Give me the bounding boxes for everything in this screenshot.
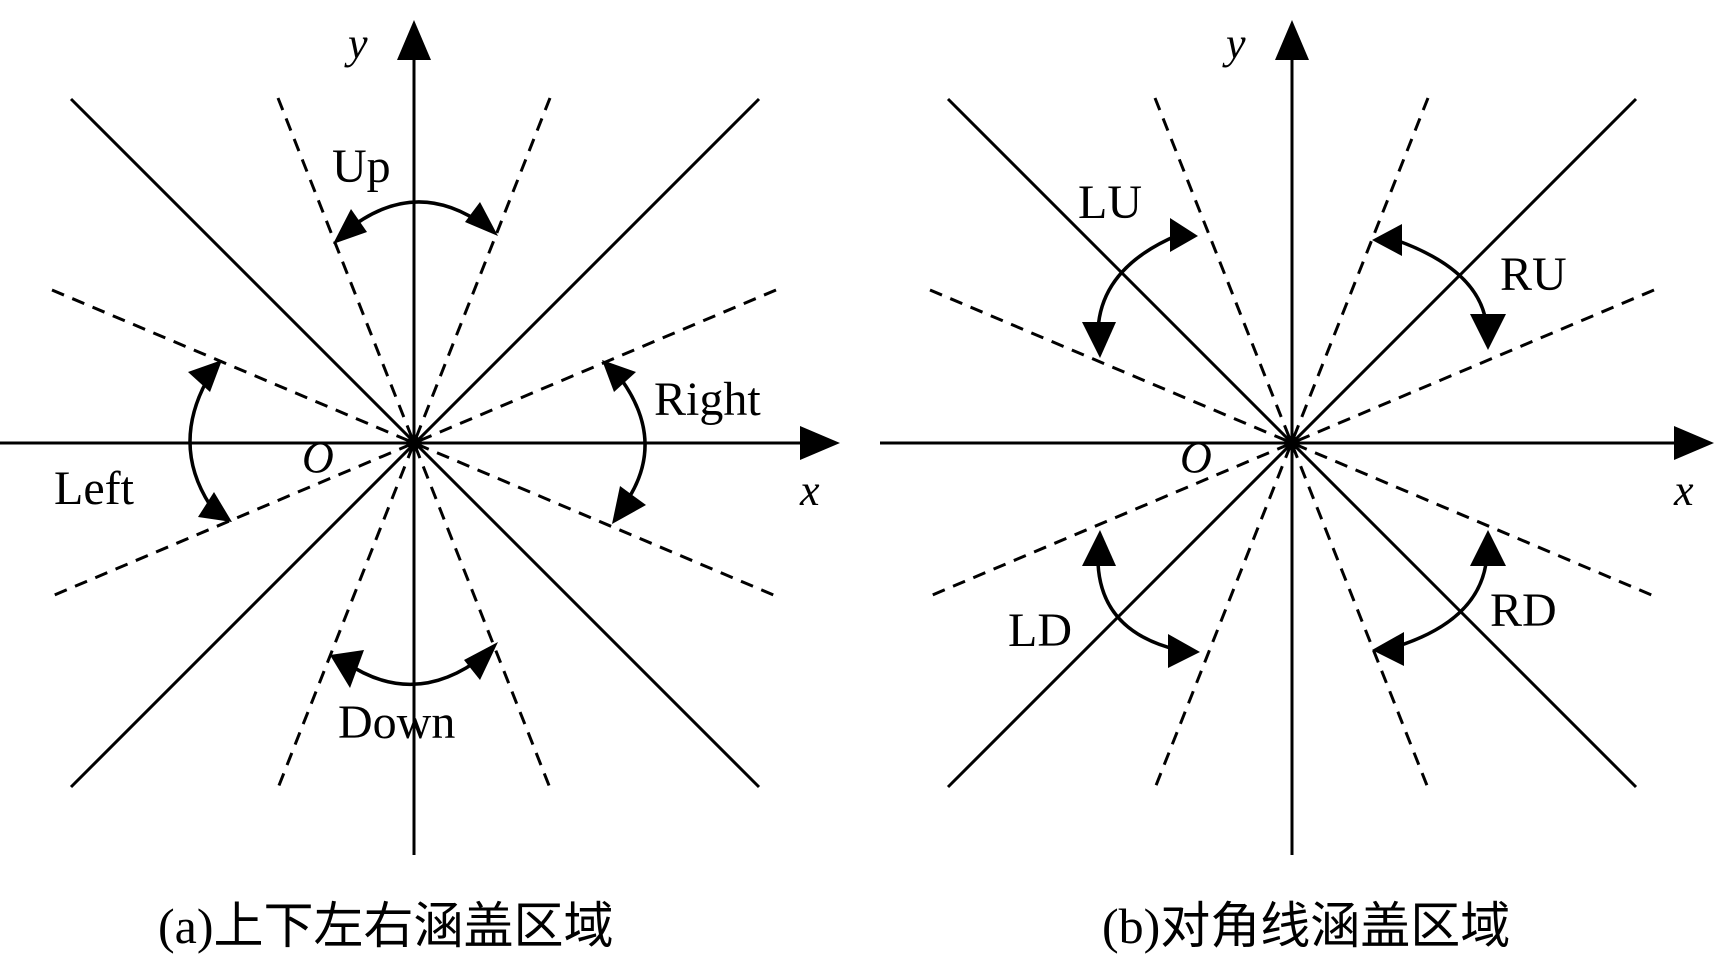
down-arrowhead-left — [330, 650, 364, 688]
right-arc — [616, 373, 647, 510]
panel-b: LU RU LD RD O x y (b)对角线涵盖区域 — [880, 19, 1714, 954]
x-axis-label-b: x — [1673, 466, 1694, 515]
down-arrowhead-right — [464, 642, 498, 680]
region-label-down: Down — [338, 696, 455, 749]
region-label-lu: LU — [1078, 176, 1142, 229]
caption-b: (b)对角线涵盖区域 — [1102, 898, 1510, 954]
ld-arc — [1096, 551, 1179, 652]
dashed-line-a1 — [276, 97, 552, 789]
y-axis-label-a: y — [344, 19, 368, 68]
dashed-line-b2 — [1153, 97, 1430, 789]
y-axis-arrow-a — [397, 20, 431, 60]
up-arrowhead-right — [465, 202, 498, 236]
lu-arrowhead-bottom — [1082, 322, 1116, 358]
ru-arrowhead-bottom — [1470, 314, 1506, 350]
region-label-left: Left — [54, 462, 135, 515]
right-arrowhead-bottom — [612, 486, 646, 524]
up-arc — [343, 200, 487, 234]
region-label-ru: RU — [1500, 248, 1567, 301]
caption-a: (a)上下左右涵盖区域 — [158, 898, 614, 954]
y-axis-arrow-b — [1275, 20, 1309, 60]
panel-a: Up Down Left Right O x y (a)上下左右涵盖区域 — [0, 19, 840, 954]
dashed-line-a2 — [276, 97, 552, 789]
region-label-right: Right — [654, 373, 761, 426]
region-label-up: Up — [332, 140, 391, 193]
region-label-ld: LD — [1008, 604, 1072, 657]
origin-label-b: O — [1180, 433, 1212, 482]
right-arrowhead-top — [602, 360, 636, 392]
up-arrowhead-left — [333, 209, 367, 244]
ru-arrowhead-top — [1372, 224, 1402, 256]
rd-arc — [1391, 551, 1489, 650]
x-axis-arrow-b — [1674, 426, 1714, 460]
rd-arrowhead-bottom — [1372, 632, 1404, 666]
ld-arrowhead-bottom — [1168, 634, 1200, 668]
origin-label-a: O — [302, 433, 334, 482]
left-arrowhead-top — [188, 360, 222, 392]
down-arc — [344, 653, 487, 687]
rd-arrowhead-top — [1470, 530, 1506, 566]
origin-point-b — [1285, 436, 1299, 450]
lu-arrowhead-top — [1170, 218, 1198, 252]
left-arrowhead-bottom — [198, 492, 232, 522]
left-arc — [188, 374, 212, 506]
dashed-line-b1 — [1153, 97, 1430, 789]
x-axis-label-a: x — [799, 466, 820, 515]
x-axis-arrow-a — [800, 426, 840, 460]
ld-arrowhead-top — [1082, 530, 1116, 566]
y-axis-label-b: y — [1222, 19, 1246, 68]
region-label-rd: RD — [1490, 584, 1557, 637]
origin-point-a — [407, 436, 421, 450]
